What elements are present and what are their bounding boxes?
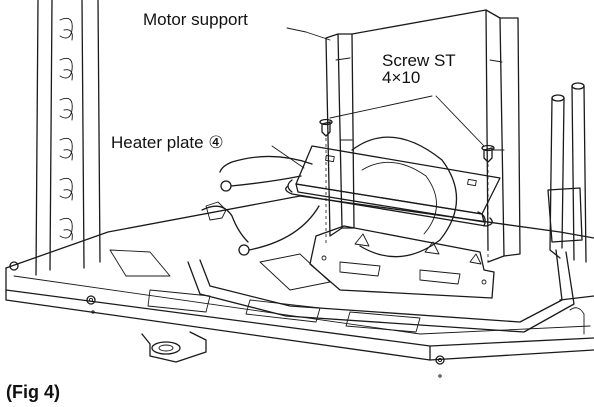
leader-screw-right	[435, 95, 485, 147]
heat-exchanger-coil	[35, 0, 101, 276]
screw-label-line1: Screw ST	[382, 51, 456, 70]
screw-right	[481, 144, 495, 262]
base-pan	[5, 195, 594, 378]
leader-motor-support	[286, 27, 331, 41]
screw-left	[319, 118, 333, 246]
heater-plate-label: Heater plate ④	[111, 133, 224, 152]
motor-support-frame	[309, 9, 521, 299]
leader-heater-plate	[271, 145, 305, 169]
screw-label: Screw ST 4×10	[382, 52, 456, 87]
leader-screw-left	[329, 95, 433, 119]
heater-plate	[201, 145, 501, 256]
motor-support-label: Motor support	[143, 10, 248, 29]
screw-label-line2: 4×10	[382, 68, 421, 88]
pipework	[187, 82, 587, 333]
figure-caption: (Fig 4)	[6, 382, 60, 402]
